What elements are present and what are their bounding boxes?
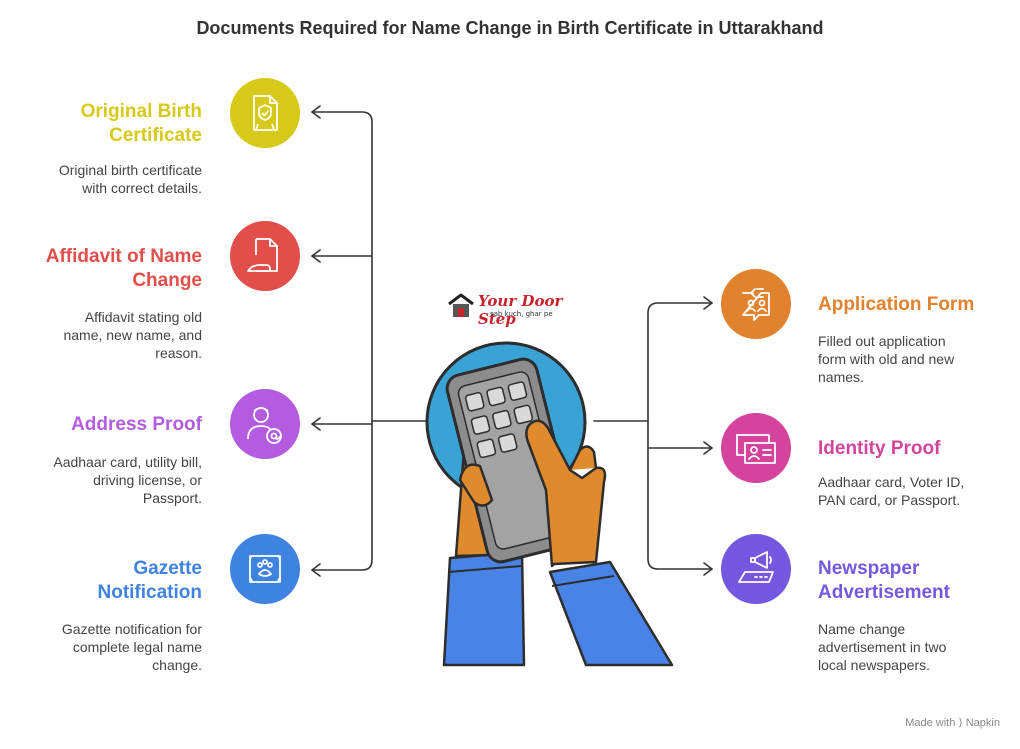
description-line: reason. — [155, 345, 202, 361]
description-line: complete legal name — [72, 639, 202, 655]
description-original-birth-certificate: Original birth certificate with correct … — [59, 161, 202, 197]
heading-identity-proof: Identity Proof — [818, 437, 940, 461]
description-identity-proof: Aadhaar card, Voter ID, PAN card, or Pas… — [818, 473, 964, 509]
heading-line: Notification — [97, 582, 203, 603]
certificate-icon — [230, 78, 300, 148]
logo-name: Your Door Step — [478, 292, 563, 328]
description-line: name, new name, and — [63, 327, 202, 343]
heading-line: Advertisement — [818, 582, 950, 603]
heading-line: Newspaper — [818, 558, 920, 579]
napkin-credit: Made with ⟩ Napkin — [905, 716, 1000, 729]
description-line: Original birth certificate — [58, 162, 202, 178]
hand-holding-phone-illustration — [425, 341, 674, 667]
heading-line: Affidavit of Name — [45, 246, 202, 267]
brand-logo: Your Door Step sab kuch, ghar pe — [446, 290, 586, 328]
description-line: Aadhaar card, Voter ID, — [818, 474, 965, 490]
heading-original-birth-certificate: Original Birth Certificate — [81, 100, 202, 148]
description-line: names. — [818, 369, 864, 385]
napkin-logo-icon: ⟩ — [958, 717, 963, 729]
heading-line: Gazette — [133, 558, 202, 579]
description-line: form with old and new — [818, 351, 955, 367]
description-line: local newspapers. — [818, 657, 931, 673]
description-line: Gazette notification for — [61, 621, 202, 637]
description-line: with correct details. — [82, 180, 202, 196]
page-title: Documents Required for Name Change in Bi… — [196, 18, 824, 38]
description-application-form: Filled out application form with old and… — [818, 332, 954, 386]
description-line: advertisement in two — [818, 639, 947, 655]
heading-line: Certificate — [109, 125, 202, 146]
description-line: Affidavit stating old — [84, 309, 202, 325]
description-line: PAN card, or Passport. — [818, 492, 961, 508]
signed-document-icon — [230, 221, 300, 291]
description-gazette-notification: Gazette notification for complete legal … — [62, 620, 202, 674]
form-exchange-icon — [721, 269, 791, 339]
logo-tagline: sab kuch, ghar pe — [490, 310, 553, 318]
description-line: Passport. — [142, 490, 202, 506]
description-address-proof: Aadhaar card, utility bill, driving lice… — [53, 453, 202, 507]
heading-line: Identity Proof — [818, 438, 941, 459]
description-line: Filled out application — [818, 333, 946, 349]
description-line: Name change — [818, 621, 906, 637]
description-line: Aadhaar card, utility bill, — [53, 454, 202, 470]
heading-address-proof: Address Proof — [71, 413, 202, 437]
made-with-label: Made with — [905, 717, 956, 729]
description-affidavit: Affidavit stating old name, new name, an… — [63, 308, 202, 362]
heading-line: Change — [132, 270, 202, 291]
heading-gazette-notification: Gazette Notification — [98, 557, 203, 605]
heading-application-form: Application Form — [818, 293, 974, 317]
person-at-icon — [230, 389, 300, 459]
heading-affidavit: Affidavit of Name Change — [46, 245, 202, 293]
megaphone-icon — [721, 534, 791, 604]
stamp-icon — [230, 534, 300, 604]
heading-line: Application Form — [818, 294, 975, 315]
description-line: change. — [152, 657, 202, 673]
napkin-brand: Napkin — [965, 717, 1000, 729]
house-logo-icon — [448, 293, 474, 317]
heading-line: Original Birth — [80, 101, 202, 122]
heading-newspaper-advertisement: Newspaper Advertisement — [818, 557, 950, 605]
description-line: driving license, or — [93, 472, 202, 488]
id-card-icon — [721, 413, 791, 483]
description-newspaper-advertisement: Name change advertisement in two local n… — [818, 620, 946, 674]
heading-line: Address Proof — [71, 414, 202, 435]
